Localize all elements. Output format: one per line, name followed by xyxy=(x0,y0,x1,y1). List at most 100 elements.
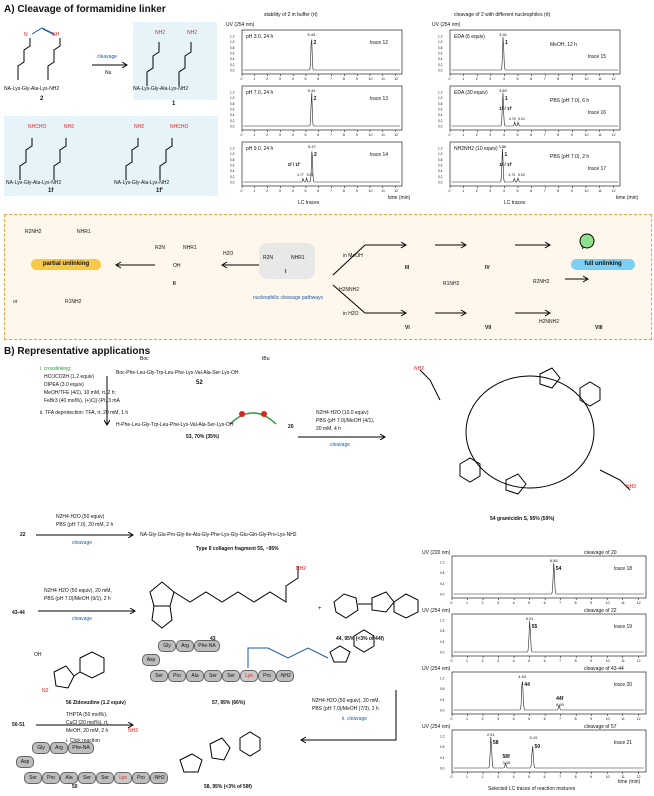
amino-acid-chip: Lys xyxy=(114,772,132,784)
x-tick-label: 4 xyxy=(513,775,515,779)
y-tick-label: 0.0 xyxy=(438,125,443,129)
x-tick-label: 9 xyxy=(356,189,358,193)
minor-time-label: 3.45 xyxy=(503,760,512,765)
amino-acid-chip: -NH2 xyxy=(150,772,168,784)
seq-55: NA-Gly-Glu-Pro-Gly-Ile-Ala-Gly-Phe-Lys-G… xyxy=(140,532,297,538)
compound-57: 57, 95% (66%) xyxy=(212,700,246,706)
trace-line xyxy=(451,92,618,127)
arrow-20 xyxy=(298,434,386,440)
y-tick-label: 0.8 xyxy=(438,46,443,50)
amino-acid-chip: Arg xyxy=(176,640,194,652)
x-tick-label: 5 xyxy=(528,659,530,663)
x-tick-label: 6 xyxy=(544,601,546,605)
x-tick-label: 8 xyxy=(343,189,345,193)
y-tick-label: 0.8 xyxy=(230,46,235,50)
trace-number: trace 13 xyxy=(370,96,388,102)
x-tick-label: 12 xyxy=(394,133,398,137)
x-tick-label: 6 xyxy=(317,133,319,137)
x-tick-label: 9 xyxy=(356,133,358,137)
arrow-43 xyxy=(38,608,136,614)
x-tick-label: 0 xyxy=(451,775,453,779)
x-tick-label: 2 xyxy=(476,77,478,81)
y-tick-label: 0.2 xyxy=(438,119,443,123)
cond-2: DIPEA (3.0 equiv) xyxy=(44,382,84,388)
section-b-title: B) Representative applications xyxy=(4,346,151,357)
x-tick-label: 1 xyxy=(466,717,468,721)
x-tick-label: 1 xyxy=(466,659,468,663)
lc-traces-right: LC traces xyxy=(504,200,526,206)
y-tick-label: 1.2 xyxy=(440,677,445,681)
gramicidin-nh2-2: NH2 xyxy=(626,484,637,490)
trace-panel xyxy=(451,671,647,715)
peak-time-label: 5.43 xyxy=(308,32,317,37)
x-tick-label: 0 xyxy=(449,189,451,193)
y-tick-label: 0.0 xyxy=(230,125,235,129)
x-tick-label: 4 xyxy=(292,77,294,81)
x-tick-label: 6 xyxy=(530,77,532,81)
x-tick-label: 6 xyxy=(317,77,319,81)
compound-1-sequence: NA-Lys-Gly-Ala-Lys-NH2 xyxy=(133,86,189,92)
trace-line xyxy=(451,36,618,71)
x-tick-label: 9 xyxy=(571,189,573,193)
compound-54: 54 gramicidin S, 95% (59%) xyxy=(490,516,555,522)
x-tick-label: 7 xyxy=(544,189,546,193)
cleave-step-57: ii. cleavage xyxy=(342,716,368,722)
minor-pair-time: 5.01 xyxy=(518,117,525,121)
x-tick-label: 10 xyxy=(606,775,610,779)
mech-pathways: nucleophilic cleavage pathways xyxy=(252,295,324,301)
gramicidin-nh2-1: NH2 xyxy=(414,366,425,372)
mech-iv: IV xyxy=(485,265,490,271)
x-tick-label: 4 xyxy=(292,133,294,137)
x-tick-label: 0 xyxy=(449,77,451,81)
mech-h2nnh2-2: H2NNH2 xyxy=(539,319,560,325)
x-tick-label: 7 xyxy=(544,77,546,81)
x-tick-label: 3 xyxy=(489,189,491,193)
x-tick-label: 3 xyxy=(497,775,499,779)
peak-label: 55 xyxy=(532,624,538,630)
x-tick-label: 6 xyxy=(317,189,319,193)
compound-43: 43 xyxy=(210,636,216,642)
y-tick-label: 0.6 xyxy=(438,52,443,56)
biotin-43-structure xyxy=(149,566,299,629)
y-tick-label: 1.2 xyxy=(230,147,235,151)
x-tick-label: 10 xyxy=(606,601,610,605)
stability-header: stability of 2 in buffer (rt) xyxy=(264,12,318,18)
trace-title: cleavage of 57 xyxy=(584,724,617,730)
nh2-label-1fp: NH2 xyxy=(134,124,145,130)
y-tick-label: 1.2 xyxy=(438,91,443,95)
minor-pair-label: 1f / 1f' xyxy=(499,106,512,111)
cond-20c: 20 mM, 4 h xyxy=(316,426,342,432)
arrow-22 xyxy=(36,532,134,538)
cond-43b: PBS (pH 7.0)/MeOH (9/1), 2 h xyxy=(44,596,111,602)
compound-1fp-sequence: NA-Lys-Gly-Ala-Lys-NH2 xyxy=(114,180,170,186)
x-tick-label: 1 xyxy=(462,189,464,193)
x-tick-label: 9 xyxy=(571,77,573,81)
y-tick-label: 0.8 xyxy=(440,571,445,575)
trace-number: trace 21 xyxy=(614,740,632,746)
y-tick-label: 1.2 xyxy=(230,35,235,39)
x-tick-label: 5 xyxy=(528,775,530,779)
x-tick-label: 5 xyxy=(305,133,307,137)
mech-v: V xyxy=(581,245,585,251)
x-tick-label: 11 xyxy=(621,659,625,663)
x-tick-label: 1 xyxy=(253,189,255,193)
peak-time-label: 3.86 xyxy=(498,144,507,149)
trace-number: trace 16 xyxy=(588,110,606,116)
trace-condition: NH2NH2 (10 equiv) xyxy=(454,146,498,152)
amino-acid-chip: Pro xyxy=(42,772,60,784)
full-unlinking-pill: full unlinking xyxy=(571,259,635,270)
x-tick-label: 9 xyxy=(590,659,592,663)
x-tick-label: 6 xyxy=(544,659,546,663)
tbu-label: tBu xyxy=(262,356,270,362)
x-tick-label: 8 xyxy=(575,775,577,779)
x-tick-label: 12 xyxy=(637,601,641,605)
minor-pair-time: 5.05 xyxy=(307,173,314,177)
mech-r2n-i: R2N xyxy=(263,255,274,261)
x-tick-label: 5 xyxy=(528,601,530,605)
section-a-title: A) Cleavage of formamidine linker xyxy=(4,4,166,15)
x-tick-label: 1 xyxy=(466,601,468,605)
crosslinking-step: i. crosslinking: xyxy=(40,366,72,372)
trace-panel xyxy=(449,85,621,131)
mech-r2nh2-1: R2NH2 xyxy=(25,229,42,235)
